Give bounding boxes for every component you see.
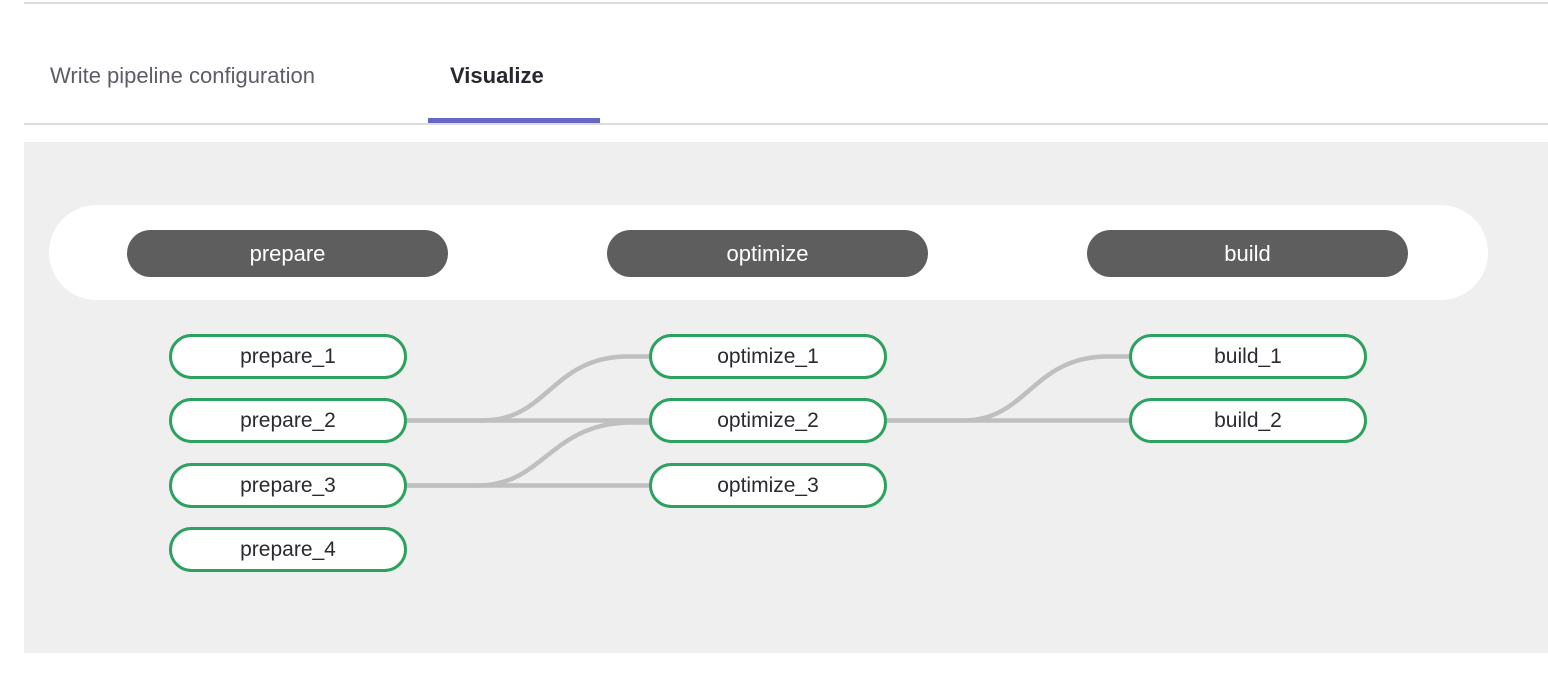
stage-label-prepare: prepare [127,230,448,277]
job-node-optimize_3[interactable]: optimize_3 [649,463,887,508]
job-node-prepare_4[interactable]: prepare_4 [169,527,407,572]
job-node-optimize_2[interactable]: optimize_2 [649,398,887,443]
job-node-build_1[interactable]: build_1 [1129,334,1367,379]
stage-label-build: build [1087,230,1408,277]
active-tab-underline [428,118,600,123]
job-node-prepare_1[interactable]: prepare_1 [169,334,407,379]
tabs-divider [24,123,1548,125]
stage-label-optimize: optimize [607,230,928,277]
tab-visualize[interactable]: Visualize [450,63,544,88]
job-node-optimize_1[interactable]: optimize_1 [649,334,887,379]
job-node-prepare_2[interactable]: prepare_2 [169,398,407,443]
top-divider [24,2,1548,4]
job-node-build_2[interactable]: build_2 [1129,398,1367,443]
tab-write-pipeline-configuration[interactable]: Write pipeline configuration [50,63,315,88]
job-node-prepare_3[interactable]: prepare_3 [169,463,407,508]
